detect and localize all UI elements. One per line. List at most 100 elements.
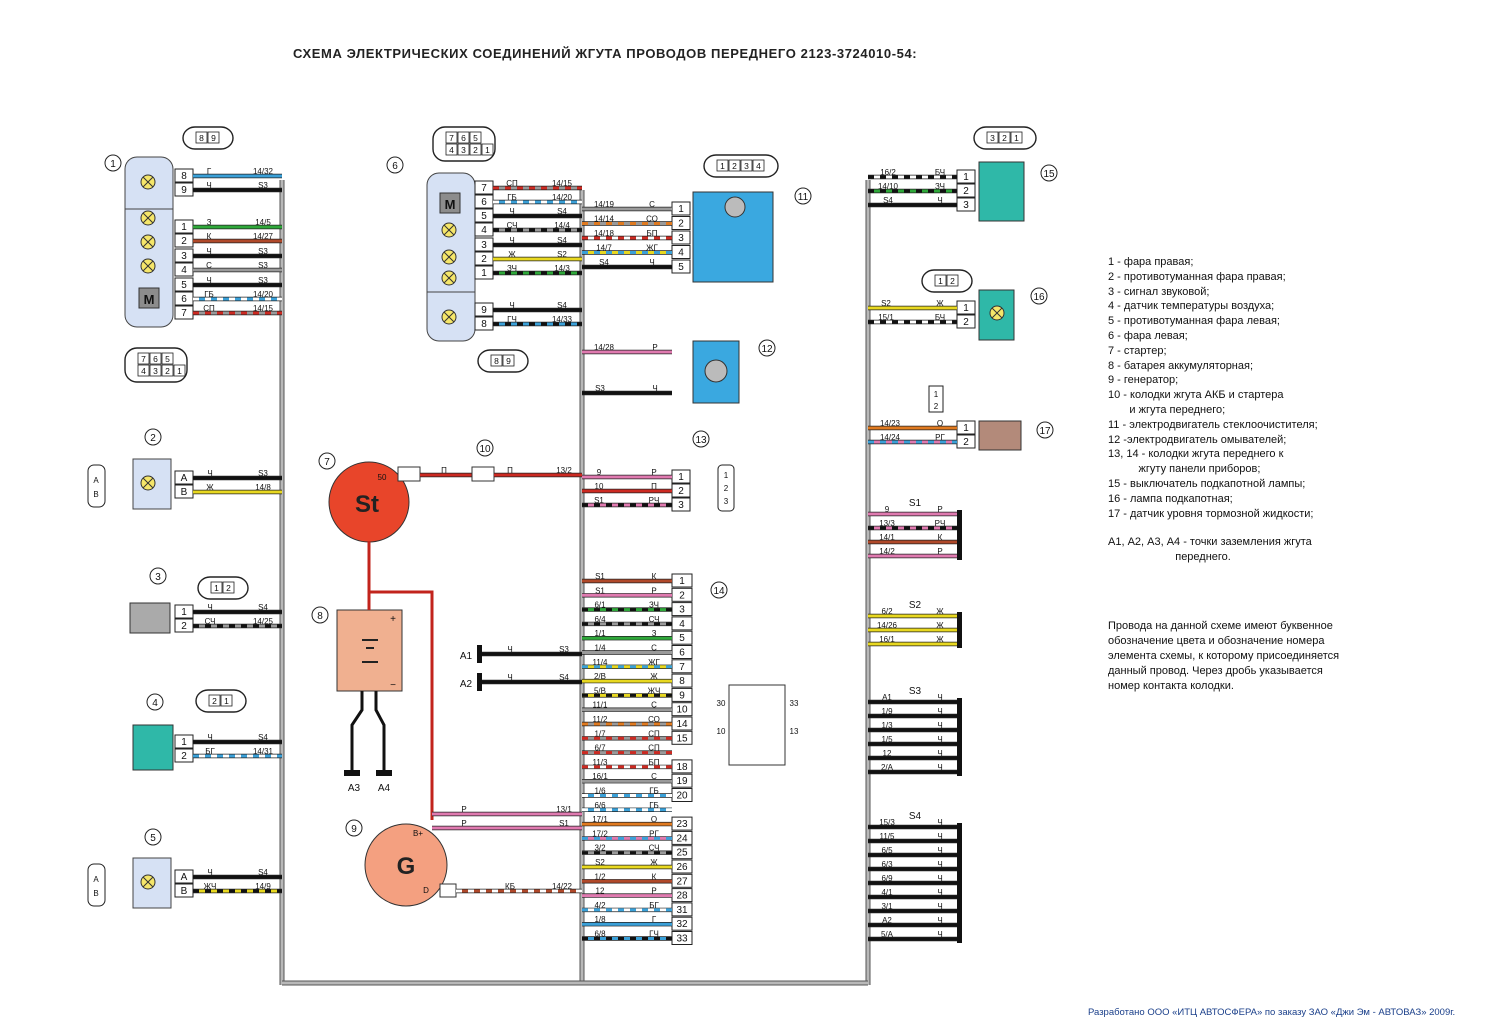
wire-destination: 11/3 bbox=[593, 758, 609, 767]
pin-number: 6 bbox=[481, 197, 487, 208]
plug-cell-number: 2 bbox=[1002, 133, 1007, 143]
legend-item: и жгута переднего; bbox=[1108, 403, 1226, 416]
wire-destination: 11/4 bbox=[593, 658, 609, 667]
motor-icon bbox=[439, 192, 461, 214]
wire-color-code: Р bbox=[651, 586, 656, 595]
wire-color-code: Ч bbox=[937, 693, 942, 702]
wire-destination: S4 bbox=[557, 301, 567, 310]
pin-number: 3 bbox=[963, 200, 969, 211]
wire-color-code: С bbox=[651, 772, 657, 781]
wire-color-code: СЧ bbox=[649, 844, 660, 853]
component-16-circle bbox=[1030, 287, 1048, 305]
wire-destination: 14/15 bbox=[253, 304, 274, 313]
wire-ground-a3 bbox=[350, 691, 364, 770]
wire-color-code: ГЧ bbox=[649, 930, 659, 939]
wire-destination: 14/9 bbox=[255, 882, 271, 891]
plug-cell-number: 3 bbox=[461, 145, 466, 155]
lamp-cross bbox=[443, 251, 455, 263]
plug-cell-number: 7 bbox=[449, 133, 454, 143]
wire-destination: 17/2 bbox=[592, 829, 608, 838]
wire-destination: 14/22 bbox=[552, 882, 573, 891]
wire-destination: 14/15 bbox=[552, 179, 573, 188]
legend-item: жгуту панели приборов; bbox=[1108, 463, 1261, 476]
wire-color-code: Ч bbox=[206, 247, 211, 256]
wire-destination: 3/2 bbox=[594, 844, 606, 853]
plug-cell-number: 6 bbox=[153, 354, 158, 364]
wire-destination: S4 bbox=[883, 196, 893, 205]
component-7-circle bbox=[318, 452, 336, 470]
wire-color-code: Ч bbox=[937, 721, 942, 730]
pin-number: 14 bbox=[676, 719, 688, 730]
plug-cell bbox=[490, 354, 503, 367]
component-15-number: 15 bbox=[1043, 169, 1055, 180]
component-14-number: 14 bbox=[713, 586, 725, 597]
wire-destination: A2 bbox=[882, 916, 892, 925]
wire-destination: 11/1 bbox=[593, 701, 609, 710]
plug-cell-number: 1 bbox=[214, 583, 219, 593]
wire-color-code: Ж bbox=[650, 672, 658, 681]
wire-color-code: О bbox=[651, 815, 657, 824]
plug-cell-number: 1 bbox=[1014, 133, 1019, 143]
plug-pin-label: 33 bbox=[790, 699, 799, 708]
wire-color-code: СО bbox=[646, 215, 658, 224]
legend-item: 2 - противотуманная фара правая; bbox=[1108, 270, 1286, 283]
motor-rotor-icon bbox=[704, 359, 728, 383]
wire-destination: 16/1 bbox=[879, 635, 895, 644]
component-10-circle bbox=[476, 439, 494, 457]
plug-cell bbox=[502, 354, 515, 367]
wire-destination: 17/1 bbox=[592, 815, 608, 824]
plug-cell bbox=[137, 364, 150, 377]
pin-number: 15 bbox=[676, 733, 688, 744]
splice-label: S1 bbox=[909, 498, 922, 509]
wire-color-code: Ч bbox=[507, 645, 512, 654]
component-9-circle bbox=[345, 819, 363, 837]
splice-bar-S3 bbox=[957, 698, 962, 776]
wire-color-code: СП bbox=[203, 304, 215, 313]
legend-item: переднего. bbox=[1108, 551, 1231, 564]
plug-cell-number: 1 bbox=[724, 471, 729, 480]
wire-color-code: С bbox=[651, 644, 657, 653]
pin-number: 5 bbox=[481, 211, 487, 222]
plug-cell bbox=[207, 131, 220, 144]
wire-color-code: Ч bbox=[937, 846, 942, 855]
plug-cell-number: 1 bbox=[485, 145, 490, 155]
brake-fluid-sensor-icon bbox=[978, 420, 1022, 451]
wire-color-code: Ч bbox=[937, 888, 942, 897]
wire-destination: 14/25 bbox=[253, 617, 274, 626]
plug-cell bbox=[481, 143, 494, 156]
plug-cell-number: 2 bbox=[950, 276, 955, 286]
wire-color-code: Р bbox=[651, 887, 656, 896]
wire-color-code: Р bbox=[461, 805, 466, 814]
component-6-circle bbox=[386, 156, 404, 174]
pin-number: 7 bbox=[181, 308, 187, 319]
wire-destination: 14/1 bbox=[879, 533, 895, 542]
plug-cell bbox=[220, 694, 233, 707]
wire-color-code: ЗЧ bbox=[649, 601, 659, 610]
wire-destination: S4 bbox=[557, 236, 567, 245]
wire-destination: 11/2 bbox=[593, 715, 609, 724]
plug-cell bbox=[998, 131, 1011, 144]
plug-cell bbox=[740, 159, 753, 172]
wire-color-code: БП bbox=[649, 758, 660, 767]
wire-color-code: БГ bbox=[649, 901, 659, 910]
wire-color-code: Ч bbox=[937, 707, 942, 716]
pin-number: 1 bbox=[181, 607, 187, 618]
wire-destination: 14/32 bbox=[253, 167, 274, 176]
wire-color-code: Ч bbox=[937, 902, 942, 911]
ground-a4-icon bbox=[376, 770, 392, 776]
legend-item: 13, 14 - колодки жгута переднего к bbox=[1108, 448, 1284, 461]
wire-destination: 6/5 bbox=[881, 846, 893, 855]
pin-number: 4 bbox=[181, 265, 187, 276]
wire-destination: A1 bbox=[882, 693, 892, 702]
diagram-title: СХЕМА ЭЛЕКТРИЧЕСКИХ СОЕДИНЕНИЙ ЖГУТА ПРО… bbox=[293, 46, 918, 61]
pin-number: 5 bbox=[679, 633, 685, 644]
plug-cell bbox=[457, 131, 470, 144]
wire-color-code: С bbox=[649, 200, 655, 209]
plug-cell bbox=[716, 159, 729, 172]
wire-color-code: Ч bbox=[937, 930, 942, 939]
pin-number: 1 bbox=[181, 737, 187, 748]
pin-number: 24 bbox=[676, 833, 688, 844]
component-15-circle bbox=[1040, 164, 1058, 182]
splice-label: S3 bbox=[909, 686, 922, 697]
pin-number: 9 bbox=[181, 185, 187, 196]
